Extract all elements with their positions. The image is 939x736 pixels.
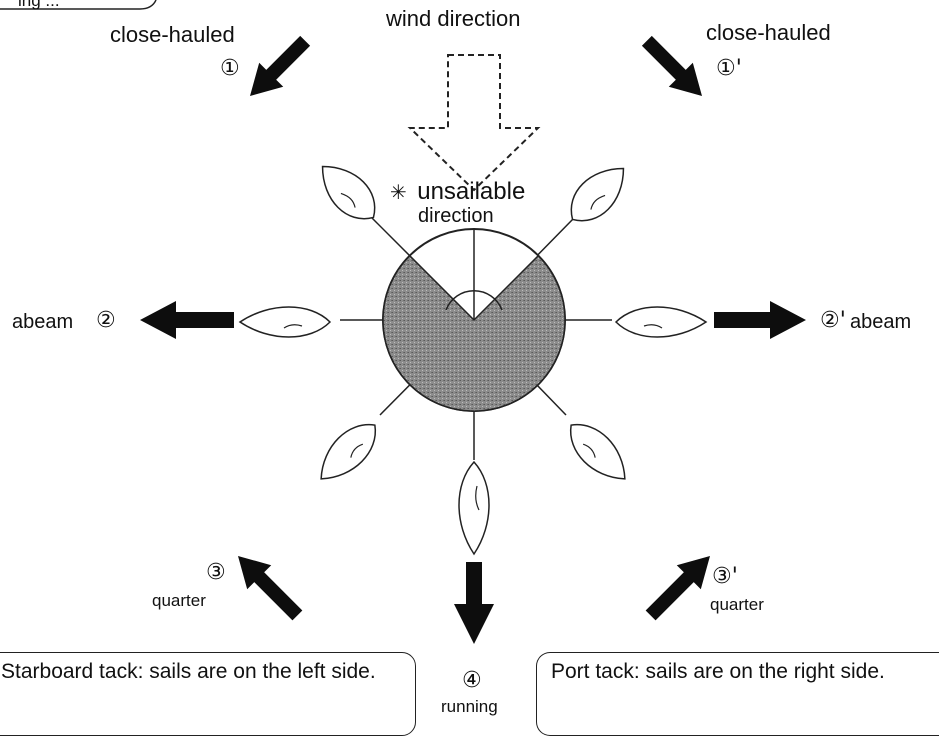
asterisk-icon: ✳ [390,180,407,204]
number-close-hauled-left: ① [220,56,240,81]
sail-abeam-right [614,306,708,338]
arrow-quarter-right [645,556,710,621]
wind-direction-label: wind direction [386,6,521,31]
unsailable-line1: unsailable [417,178,526,205]
port-tack-note: Port tack: sails are on the right side. [536,652,939,736]
label-close-hauled-right: close-hauled [706,20,831,45]
arrow-running [454,562,494,644]
number-quarter-right: ③' [712,564,738,589]
sail-quarter-left [320,423,377,480]
arrow-close-hauled-left [250,35,311,96]
number-abeam-right: ②' [820,308,846,333]
number-running: ④ [462,668,482,693]
label-quarter-right: quarter [710,595,764,614]
sailing-circle [382,228,566,412]
points-of-sail-diagram [0,0,806,644]
label-close-hauled-left: close-hauled [110,22,235,47]
sail-close-hauled-right [570,167,625,222]
arrow-abeam-left [140,301,234,339]
sail-quarter-right [569,423,626,480]
sail-abeam-left [238,306,332,338]
arrow-quarter-left [238,556,303,621]
sailable-sector [382,254,566,412]
sail-close-hauled-left [321,165,376,220]
no-go-arc [445,290,503,311]
starboard-tack-note: Starboard tack: sails are on the left si… [0,652,416,736]
wind-direction-arrow [407,54,541,192]
label-quarter-left: quarter [152,591,206,610]
arrow-close-hauled-right [641,35,702,96]
unsailable-line2: direction [418,205,494,227]
number-close-hauled-right: ①' [716,56,742,81]
header-tab-outline [0,0,157,10]
sail-running [458,460,490,556]
label-running: running [441,697,498,716]
number-quarter-left: ③ [206,560,226,585]
header-fragment: ing ... [18,0,60,10]
arrow-abeam-right [714,301,806,339]
label-abeam-right: abeam [850,311,912,333]
unsailable-label: ✳ unsailable [390,180,525,204]
number-abeam-left: ② [96,308,116,333]
label-abeam-left: abeam [12,311,74,333]
